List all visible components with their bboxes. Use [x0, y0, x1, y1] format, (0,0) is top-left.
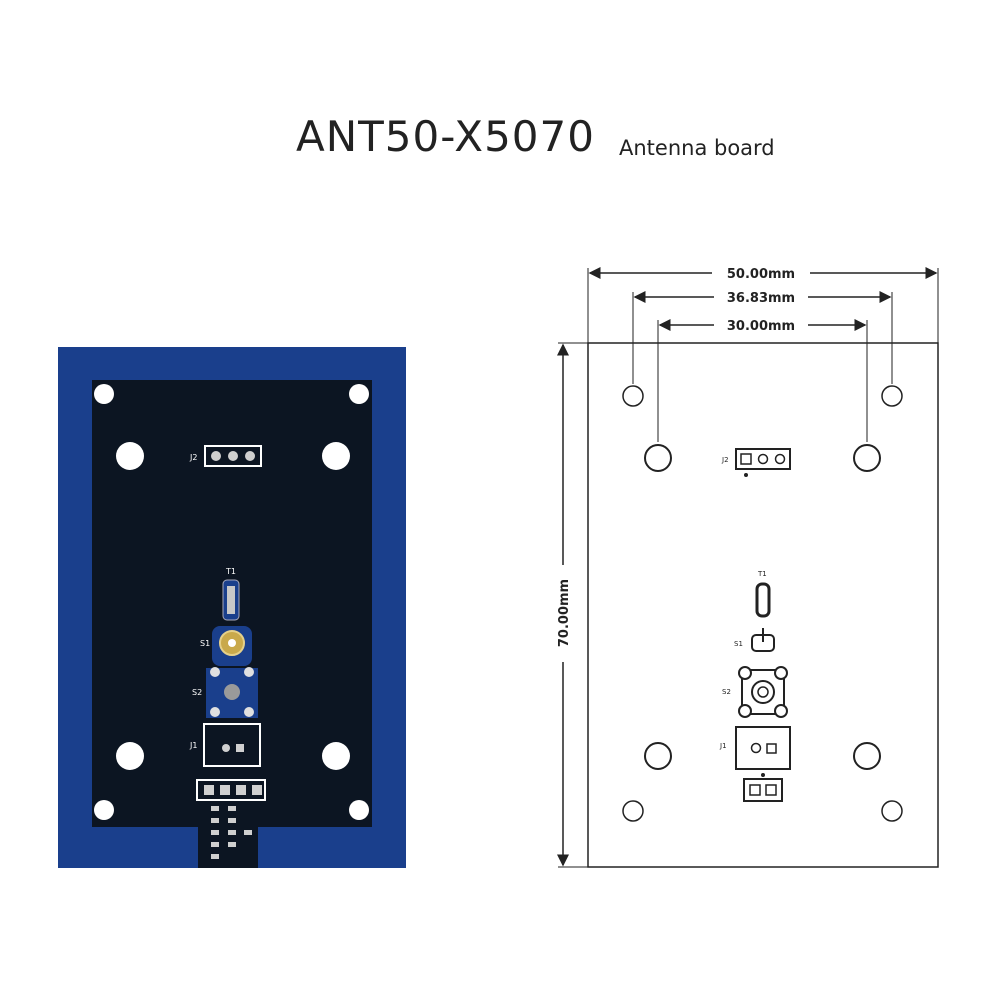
drawing-j1-marker: [761, 773, 765, 777]
pcb-s2-pad: [244, 707, 254, 717]
drawing-j2-pin: [757, 453, 769, 465]
pcb-j2-pin: [245, 451, 255, 461]
drawing-s2-button-center: [757, 686, 769, 698]
drawing-board-outline: [587, 342, 939, 868]
drawing-hole: [644, 444, 672, 472]
model-title: ANT50-X5070: [296, 112, 595, 161]
drawing-j1-pin-square: [766, 743, 777, 754]
drawing-hole: [881, 385, 903, 407]
pcb-hole: [116, 442, 144, 470]
drawing-bottom-pin: [765, 784, 777, 796]
drawing-hole: [622, 800, 644, 822]
drawing-label-s2: S2: [722, 688, 731, 696]
drawing-j2-pin: [740, 453, 752, 465]
pcb-hole: [94, 800, 114, 820]
pcb-passive: [211, 842, 219, 847]
page-header: ANT50-X5070 Antenna board: [0, 112, 1000, 182]
pcb-j1-pin: [222, 744, 230, 752]
pcb-hole: [322, 742, 350, 770]
pcb-label-s2: S2: [192, 688, 202, 697]
pcb-passive: [211, 854, 219, 859]
pcb-hole: [349, 800, 369, 820]
drawing-label-j1: J1: [719, 742, 727, 750]
pcb-passive: [228, 818, 236, 823]
pcb-hole: [94, 384, 114, 404]
pcb-s2-pad: [210, 707, 220, 717]
pcb-bottom-connector: [196, 779, 266, 801]
drawing-s2-pad: [774, 704, 788, 718]
pcb-passive: [228, 842, 236, 847]
dim-height-label: 70.00mm: [557, 579, 572, 647]
pcb-hole: [116, 742, 144, 770]
pcb-s2-pad: [210, 667, 220, 677]
drawing-j1-outline: [735, 726, 791, 770]
pcb-j2-pin: [228, 451, 238, 461]
pcb-label-s1: S1: [200, 639, 210, 648]
pcb-s2-pad: [244, 667, 254, 677]
pcb-s2-hole: [224, 684, 240, 700]
drawing-bottom-pin: [749, 784, 761, 796]
pcb-bottom-pin: [252, 785, 262, 795]
pcb-passive: [228, 806, 236, 811]
pcb-s1-center: [228, 639, 236, 647]
drawing-s2-pad: [738, 666, 752, 680]
pcb-passive: [211, 818, 219, 823]
pcb-passive: [228, 830, 236, 835]
pcb-label-j1: J1: [189, 741, 197, 750]
dim-inner-holes-label: 30.00mm: [727, 319, 795, 334]
dim-width-label: 50.00mm: [727, 267, 795, 282]
pcb-passive: [211, 830, 219, 835]
pcb-t1-body: [227, 586, 235, 614]
drawing-label-j2: J2: [721, 456, 729, 464]
drawing-s2-pad: [738, 704, 752, 718]
pcb-j1-pin-square: [236, 744, 244, 752]
drawing-j1-pin: [750, 742, 762, 754]
pcb-bottom-pin: [236, 785, 246, 795]
drawing-hole: [881, 800, 903, 822]
pcb-j1-outline: [203, 723, 261, 767]
pcb-passive: [211, 806, 219, 811]
pcb-bottom-pin: [220, 785, 230, 795]
model-subtitle: Antenna board: [619, 136, 775, 160]
pcb-ground-plane: [92, 380, 372, 868]
drawing-label-s1: S1: [734, 640, 743, 648]
pcb-j2-header: [204, 445, 262, 467]
drawing-hole: [644, 742, 672, 770]
drawing-t1-part: [755, 582, 771, 618]
pcb-label-t1: T1: [225, 567, 236, 576]
dim-outer-holes-label: 36.83mm: [727, 291, 795, 306]
pcb-bottom-pin: [204, 785, 214, 795]
drawing-hole: [622, 385, 644, 407]
pcb-hole: [322, 442, 350, 470]
pcb-hole: [349, 384, 369, 404]
drawing-hole: [853, 444, 881, 472]
drawing-j2-pin: [774, 453, 786, 465]
pcb-passive: [244, 830, 252, 835]
pcb-label-j2: J2: [189, 453, 197, 462]
drawing-label-t1: T1: [757, 570, 767, 578]
drawing-s2-pad: [774, 666, 788, 680]
drawing-hole: [853, 742, 881, 770]
drawing-j2-marker: [744, 473, 748, 477]
pcb-j2-pin: [211, 451, 221, 461]
